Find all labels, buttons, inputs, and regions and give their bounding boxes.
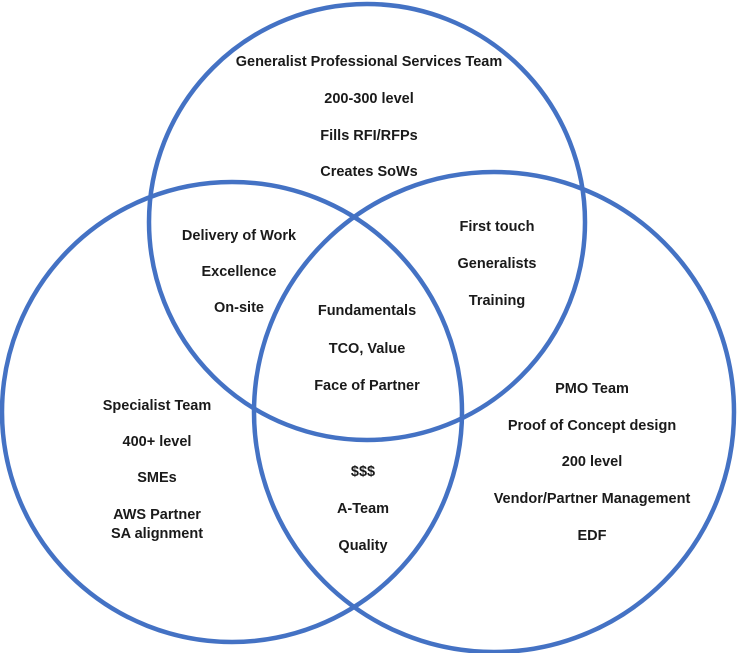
a-team: A-Team (337, 501, 389, 517)
generalist-level: 200-300 level (324, 91, 414, 107)
pmo-poc-design: Proof of Concept design (508, 418, 676, 434)
region-pmo: PMO Team Proof of Concept design 200 lev… (494, 381, 691, 544)
generalists: Generalists (458, 256, 537, 272)
specialist-aws-partner: AWS Partner (113, 507, 201, 523)
excellence: Excellence (202, 264, 277, 280)
face-of-partner: Face of Partner (314, 378, 420, 394)
tco-value: TCO, Value (329, 341, 406, 357)
first-touch: First touch (460, 219, 535, 235)
generalist-title: Generalist Professional Services Team (236, 54, 503, 70)
region-generalist: Generalist Professional Services Team 20… (236, 54, 503, 180)
specialist-smes: SMEs (137, 470, 177, 486)
generalist-sows: Creates SoWs (320, 164, 418, 180)
specialist-level: 400+ level (123, 434, 192, 450)
pmo-title: PMO Team (555, 381, 629, 397)
pmo-level: 200 level (562, 454, 622, 470)
delivery-of-work: Delivery of Work (182, 228, 297, 244)
region-specialist: Specialist Team 400+ level SMEs AWS Part… (103, 398, 212, 542)
region-center: Fundamentals TCO, Value Face of Partner (314, 303, 420, 394)
quality: Quality (338, 538, 387, 554)
circle-specialist (0, 179, 465, 645)
specialist-sa-alignment: SA alignment (111, 526, 203, 542)
pmo-edf: EDF (578, 528, 607, 544)
specialist-title: Specialist Team (103, 398, 212, 414)
region-generalist-specialist: Delivery of Work Excellence On-site (182, 228, 297, 316)
on-site: On-site (214, 300, 264, 316)
fundamentals: Fundamentals (318, 303, 416, 319)
training: Training (469, 293, 525, 309)
region-specialist-pmo: $$$ A-Team Quality (337, 464, 389, 554)
pmo-vendor-management: Vendor/Partner Management (494, 491, 691, 507)
generalist-rfi: Fills RFI/RFPs (320, 128, 418, 144)
region-generalist-pmo: First touch Generalists Training (458, 219, 537, 309)
dollars: $$$ (351, 464, 375, 480)
circle-generalist (146, 1, 588, 443)
circle-pmo (251, 169, 737, 653)
